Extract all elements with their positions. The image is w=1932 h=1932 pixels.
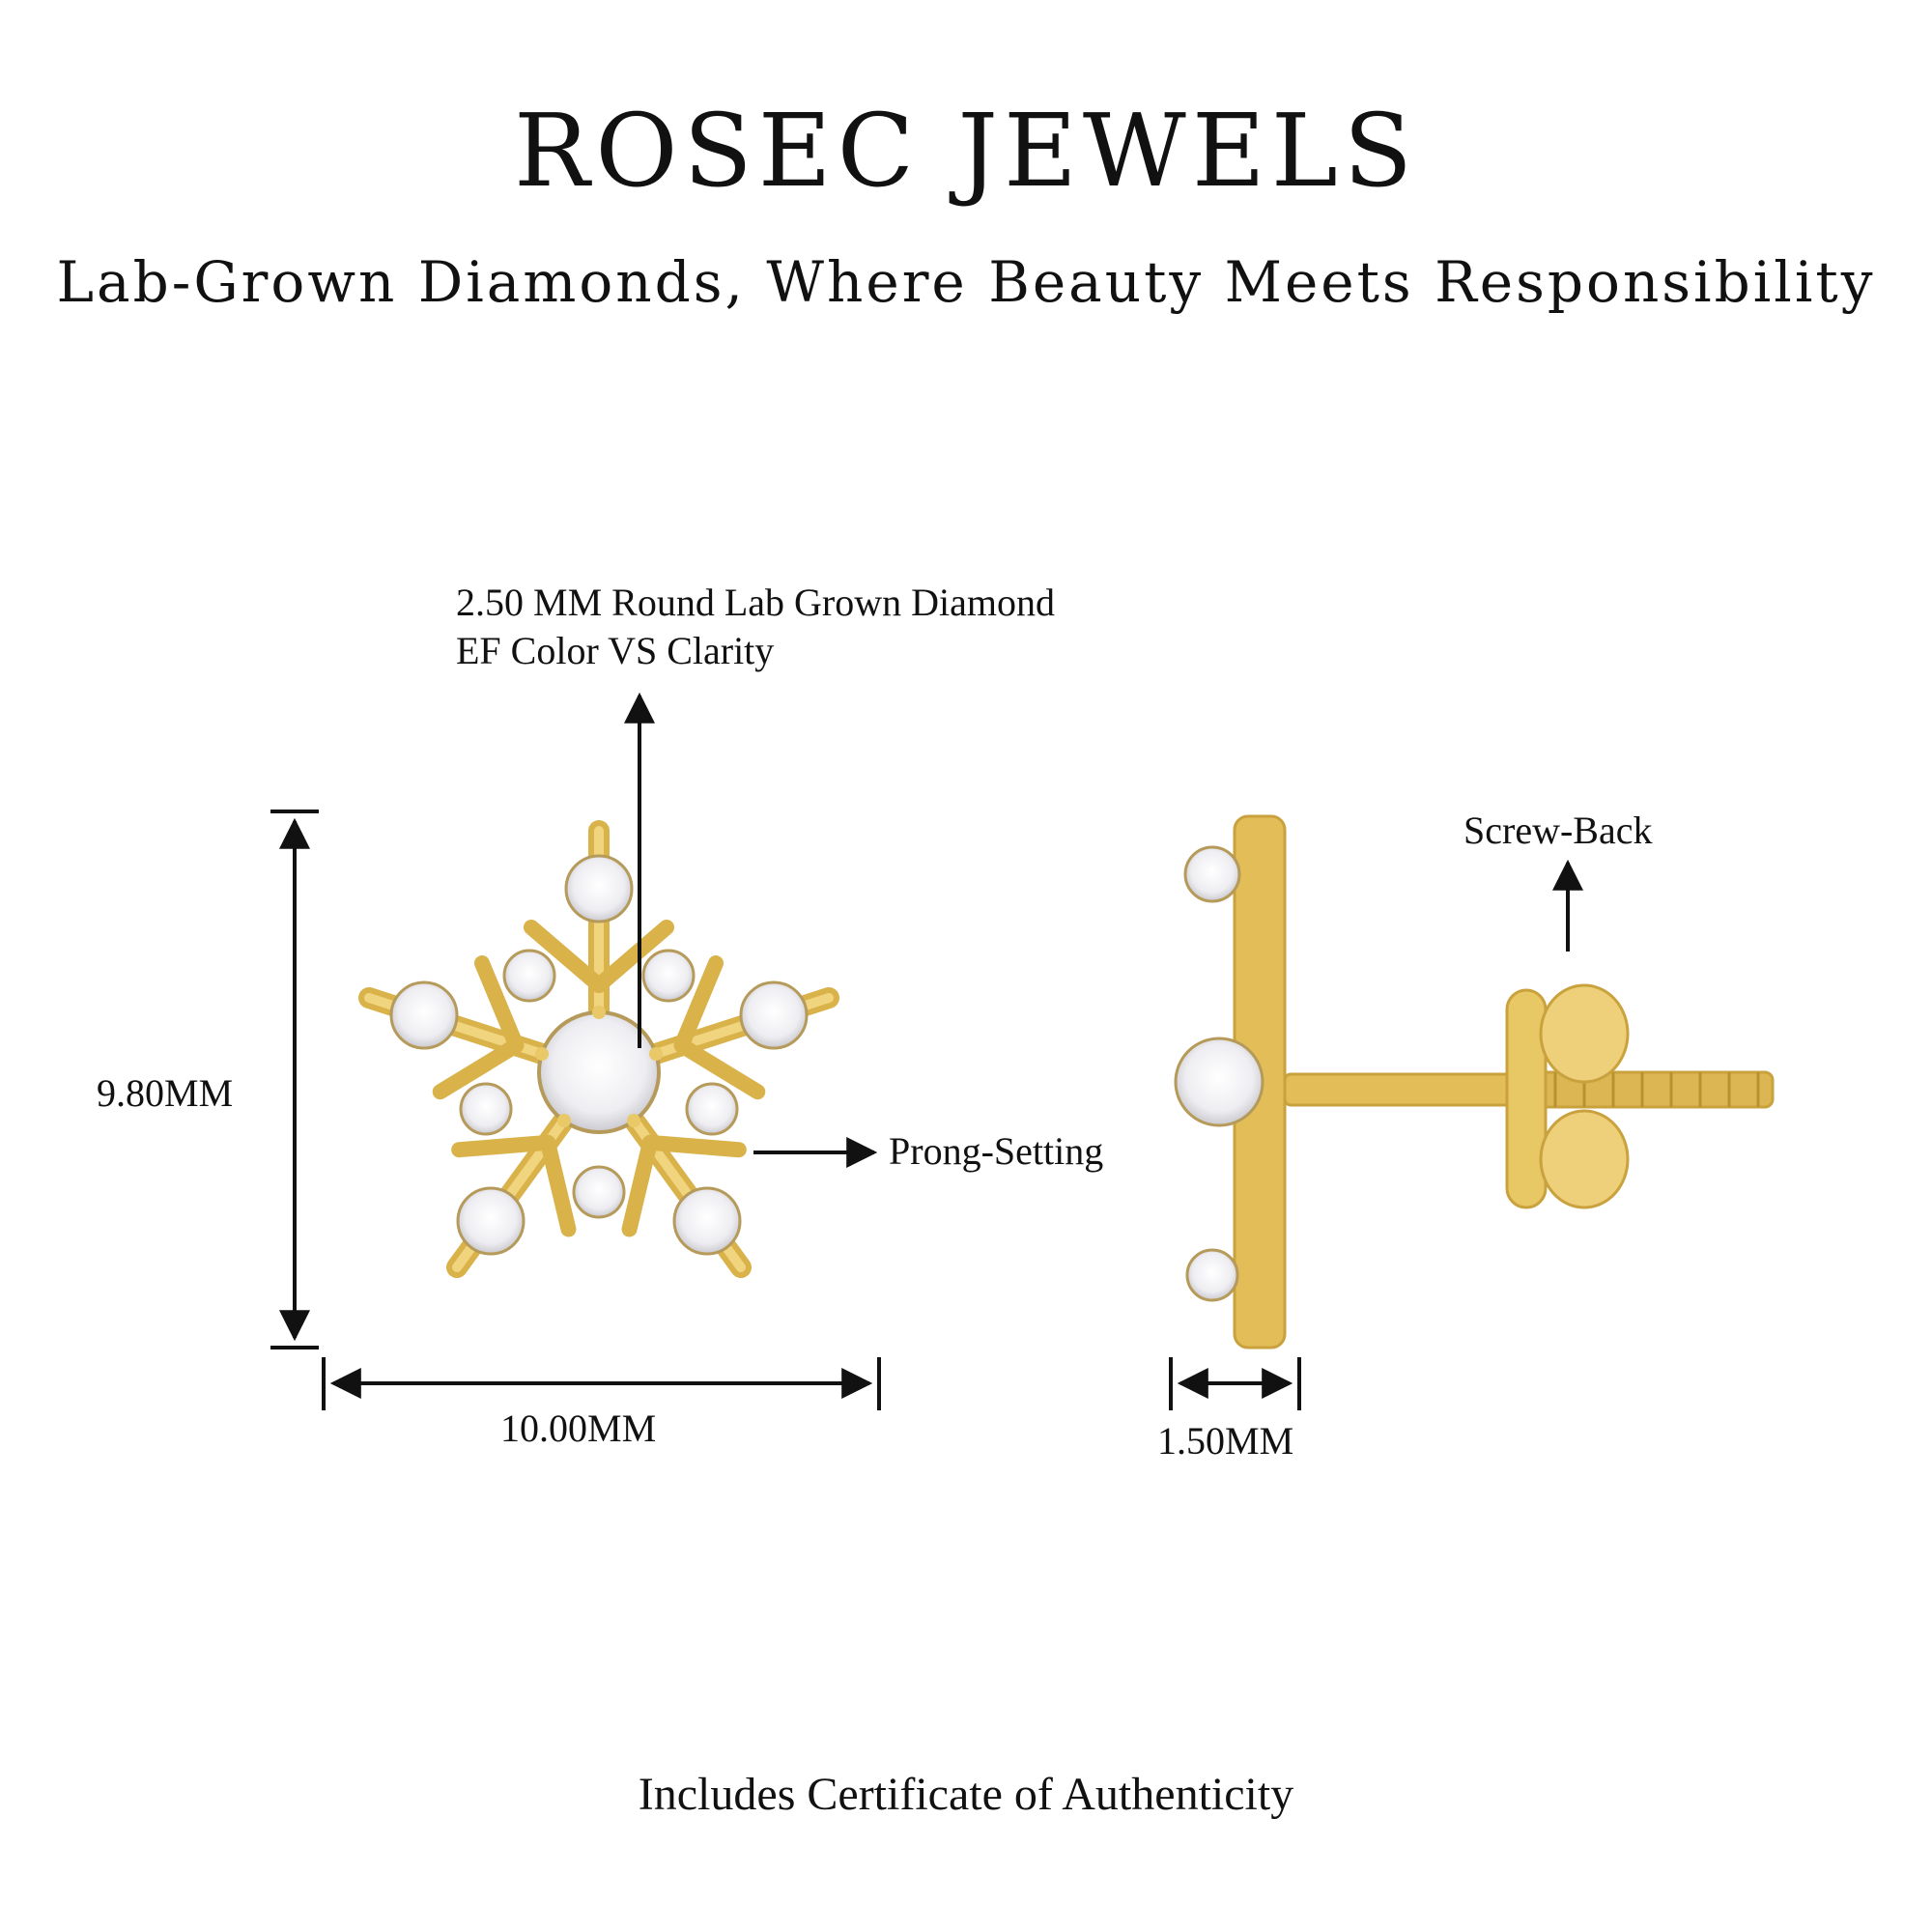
- width-dimension-line: [322, 1357, 881, 1410]
- width-label: 10.00MM: [500, 1406, 657, 1450]
- certificate-note: Includes Certificate of Authenticity: [638, 1769, 1294, 1820]
- earring-side-view: [1174, 814, 1775, 1350]
- depth-dimension-line: [1169, 1357, 1301, 1410]
- center-stone-label-line1: 2.50 MM Round Lab Grown Diamond: [456, 581, 1055, 624]
- brand-tagline: Lab-Grown Diamonds, Where Beauty Meets R…: [56, 249, 1876, 315]
- center-stone-label-line2: EF Color VS Clarity: [456, 629, 775, 672]
- brand-title: ROSEC JEWELS: [513, 92, 1419, 210]
- height-label: 9.80MM: [97, 1071, 234, 1115]
- screw-back-label: Screw-Back: [1463, 809, 1653, 852]
- height-dimension-line: [270, 810, 319, 1350]
- depth-label: 1.50MM: [1157, 1419, 1294, 1463]
- earring-front-view: [358, 820, 839, 1278]
- prong-setting-label: Prong-Setting: [889, 1129, 1104, 1173]
